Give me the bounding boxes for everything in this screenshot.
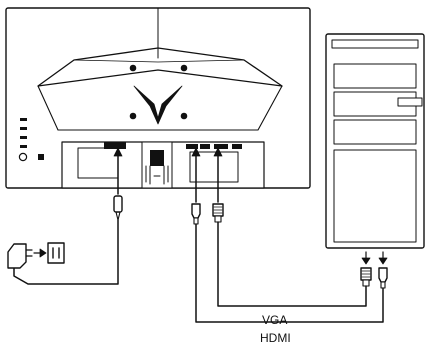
button-icon (20, 118, 27, 121)
vesa-hole-icon (180, 112, 188, 120)
arrow-up-icon (191, 147, 201, 157)
v-logo-icon (133, 85, 183, 125)
pc-lower-panel (333, 149, 417, 243)
audio-port (232, 144, 242, 149)
vesa-hole-icon (129, 112, 137, 120)
monitor-lower-panel (37, 85, 283, 131)
hdmi-label: HDMI (260, 331, 291, 345)
vga-cable (217, 221, 367, 307)
pc-tower-body (325, 33, 425, 249)
power-cable (13, 219, 119, 285)
kensington-lock-icon (38, 154, 44, 160)
side-buttons (20, 118, 27, 148)
arrow-up-icon (213, 147, 223, 157)
power-button-icon (18, 152, 28, 162)
port-recess (189, 151, 239, 183)
pc-tower (325, 33, 425, 249)
hdmi-plug-icon (378, 267, 388, 283)
button-icon (20, 127, 27, 130)
arrow-up-icon (113, 147, 123, 157)
dp-port (200, 144, 210, 149)
power-adapter-icon (7, 243, 27, 269)
pc-top-bay (331, 39, 419, 49)
monitor-rear-view (5, 7, 311, 189)
power-inlet-port (104, 142, 126, 149)
button-icon (20, 145, 27, 148)
pc-connectors (360, 251, 388, 289)
dc-plug-icon (113, 195, 123, 213)
vesa-hole-icon (129, 64, 137, 72)
vga-label: VGA (262, 313, 288, 327)
monitor-connectors (191, 147, 224, 225)
power-connection (7, 147, 123, 285)
hdmi-cable (195, 223, 384, 323)
wall-outlet-icon (47, 242, 65, 264)
pc-optical-drive (397, 97, 423, 107)
button-icon (20, 136, 27, 139)
arrow-right-icon (39, 248, 47, 258)
vesa-hole-icon (180, 64, 188, 72)
hdmi-port (186, 144, 198, 149)
pc-drive-bay (333, 119, 417, 145)
arrow-down-icon (378, 257, 388, 265)
pc-drive-bay (333, 63, 417, 89)
arrow-down-icon (361, 257, 371, 265)
vga-port (214, 144, 228, 149)
hdmi-plug-icon (191, 203, 201, 219)
